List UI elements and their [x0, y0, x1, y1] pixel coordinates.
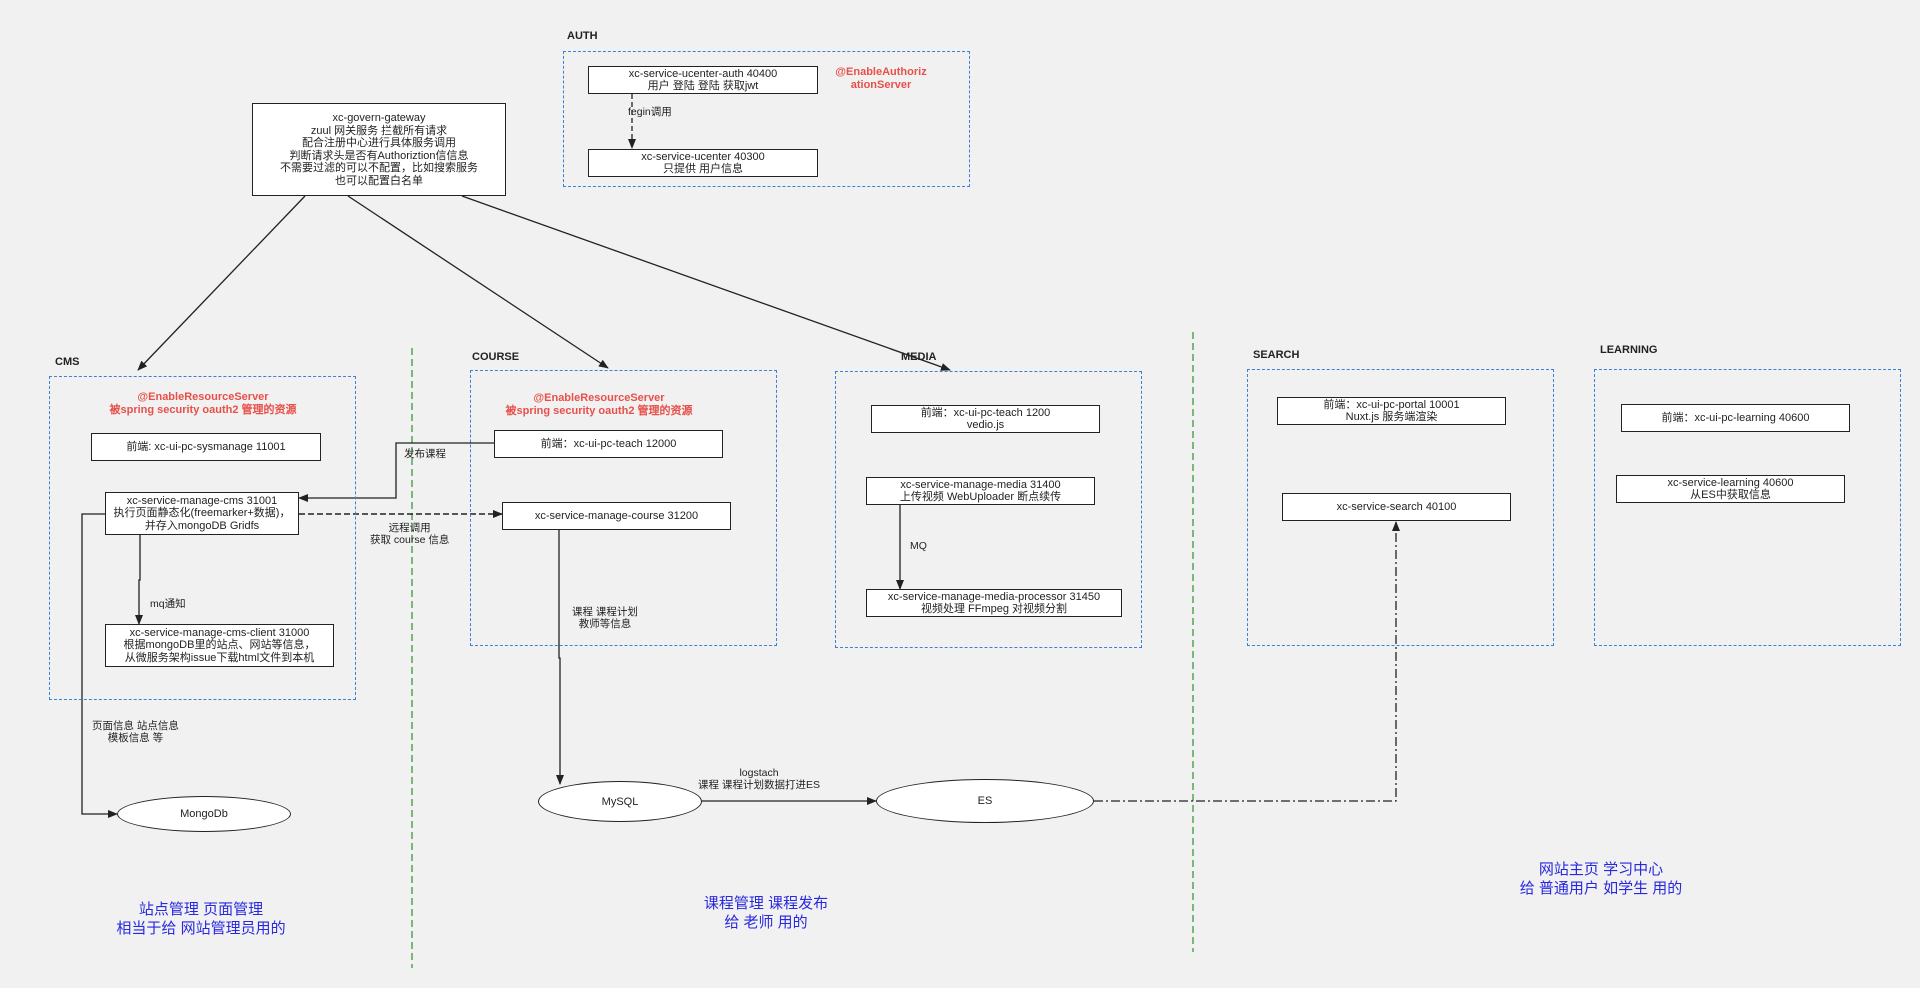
group-learning: [1594, 369, 1901, 646]
edge-gateway-cms: [137, 195, 306, 371]
footer-course: 课程管理 课程发布 给 老师 用的: [703, 895, 829, 931]
mongodb-node[interactable]: MongoDb: [117, 796, 291, 832]
label-course-info: 课程 课程计划 教师等信息: [572, 606, 638, 630]
manage-cms-box[interactable]: xc-service-manage-cms 31001 执行页面静态化(free…: [105, 492, 299, 535]
footer-portal: 网站主页 学习中心 给 普通用户 如学生 用的: [1519, 861, 1683, 897]
group-title-auth: AUTH: [567, 30, 598, 42]
annotation-auth: @EnableAuthoriz ationServer: [835, 66, 927, 91]
es-node[interactable]: ES: [876, 779, 1094, 823]
ui-learning-box[interactable]: 前端：xc-ui-pc-learning 40600: [1621, 404, 1850, 432]
edge-publish: [298, 442, 494, 502]
label-page-info: 页面信息 站点信息 模板信息 等: [92, 720, 179, 744]
teach-course-box[interactable]: 前端：xc-ui-pc-teach 12000: [494, 430, 723, 458]
annotation-cms: @EnableResourceServer 被spring security o…: [109, 391, 297, 416]
group-media: [835, 371, 1142, 648]
edge-es-search: [1094, 521, 1400, 802]
group-title-media: MEDIA: [901, 351, 937, 363]
mysql-node[interactable]: MySQL: [538, 781, 702, 822]
label-fegin: fegin调用: [628, 106, 672, 118]
group-title-learning: LEARNING: [1600, 344, 1658, 356]
label-publish: 发布课程: [404, 448, 446, 460]
gateway-box[interactable]: xc-govern-gateway zuul 网关服务 拦截所有请求 配合注册中…: [252, 103, 506, 196]
edge-mq-notify: [135, 535, 143, 625]
group-title-course: COURSE: [472, 351, 520, 363]
group-title-cms: CMS: [55, 356, 80, 368]
manage-course-box[interactable]: xc-service-manage-course 31200: [502, 502, 731, 530]
label-mq: MQ: [910, 540, 927, 552]
teach-media-box[interactable]: 前端：xc-ui-pc-teach 1200 vedio.js: [871, 405, 1100, 433]
manage-media-box[interactable]: xc-service-manage-media 31400 上传视频 WebUp…: [866, 477, 1095, 505]
cms-client-box[interactable]: xc-service-manage-cms-client 31000 根据mon…: [105, 624, 334, 667]
search-box[interactable]: xc-service-search 40100: [1282, 493, 1511, 521]
footer-cms: 站点管理 页面管理 相当于给 网站管理员用的: [116, 901, 286, 937]
label-mq-notify: mq通知: [150, 598, 186, 610]
group-search: [1247, 369, 1554, 646]
edge-course-mysql: [556, 530, 564, 785]
ucenter-box[interactable]: xc-service-ucenter 40300 只提供 用户信息: [588, 149, 818, 177]
group-title-search: SEARCH: [1253, 349, 1300, 361]
label-remote: 远程调用 获取 course 信息: [370, 522, 450, 546]
edge-cms-mongodb: [81, 513, 118, 818]
group-auth: [563, 51, 970, 187]
group-cms: [49, 376, 356, 700]
edge-gateway-media: [461, 195, 951, 371]
portal-box[interactable]: 前端：xc-ui-pc-portal 10001 Nuxt.js 服务端渲染: [1277, 397, 1506, 425]
edge-gateway-course: [347, 195, 609, 369]
service-learning-box[interactable]: xc-service-learning 40600 从ES中获取信息: [1616, 475, 1845, 503]
annotation-course: @EnableResourceServer 被spring security o…: [505, 392, 693, 417]
media-processor-box[interactable]: xc-service-manage-media-processor 31450 …: [866, 589, 1122, 617]
group-course: [470, 370, 777, 646]
sysmanage-box[interactable]: 前端: xc-ui-pc-sysmanage 11001: [91, 433, 321, 461]
ucenter-auth-box[interactable]: xc-service-ucenter-auth 40400 用户 登陆 登陆 获…: [588, 66, 818, 94]
label-logstash: logstach 课程 课程计划数据打进ES: [698, 767, 820, 791]
